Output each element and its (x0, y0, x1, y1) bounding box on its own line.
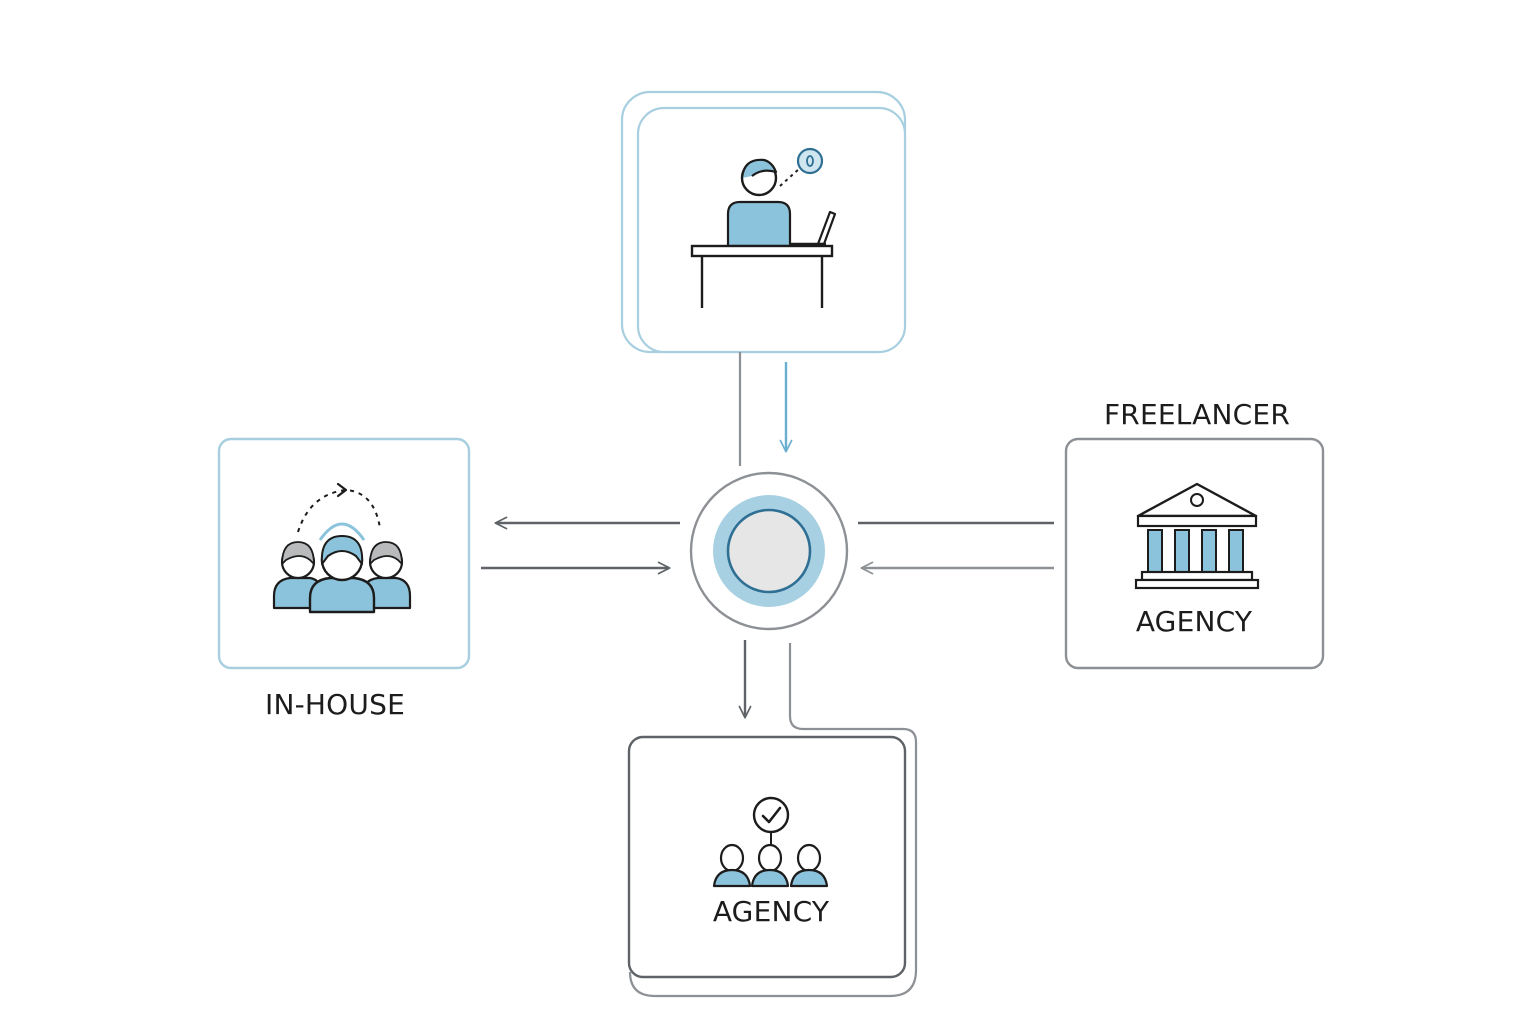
right-agency-label: AGENCY (1136, 605, 1253, 638)
team-hierarchy-check-icon (712, 796, 829, 888)
left-node: IN-HOUSE (217, 437, 471, 721)
freelancer-label: FREELANCER (1104, 398, 1290, 431)
top-node (620, 90, 907, 354)
right-node: FREELANCER AGENCY (1064, 398, 1325, 670)
hub-circle-icon (689, 471, 849, 631)
right-node-card (1064, 437, 1325, 670)
institution-building-icon (1134, 482, 1260, 590)
freelancer-at-desk-icon (690, 147, 837, 308)
hub-to-bottom-line (628, 643, 918, 998)
bottom-agency-label: AGENCY (713, 895, 830, 928)
bottom-node: AGENCY (627, 735, 907, 979)
team-group-icon (272, 482, 412, 614)
in-house-label: IN-HOUSE (265, 688, 405, 721)
